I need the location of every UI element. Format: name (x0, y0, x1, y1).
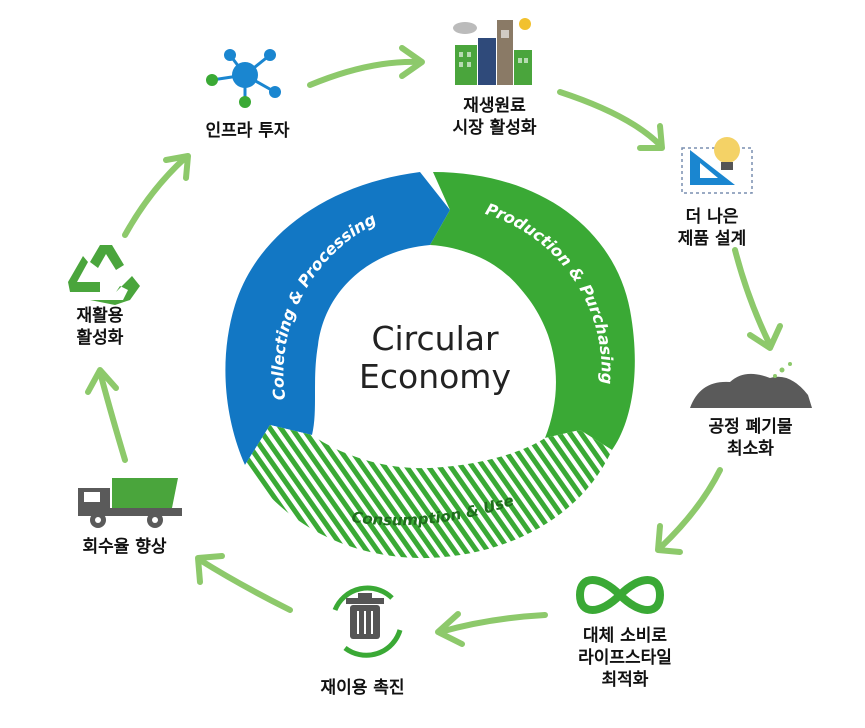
arrow-design-to-waste (732, 247, 783, 351)
dump-truck-icon (78, 478, 182, 528)
cycle-arrows (85, 45, 783, 647)
center-title-line1: Circular (371, 319, 499, 358)
segment-production (430, 172, 635, 450)
arrow-lifestyle-to-reuse (435, 611, 548, 647)
node-label-waste: 공정 폐기물 최소화 (708, 417, 793, 459)
infinity-icon (575, 576, 665, 614)
node-label-market: 재생원료 시장 활성화 (452, 96, 537, 138)
segment-collecting (225, 172, 450, 465)
arrow-reuse-to-collection (195, 553, 293, 613)
recycle-icon (68, 245, 140, 305)
node-label-recycle: 재활용 활성화 (76, 306, 124, 348)
node-label-design: 더 나은 제품 설계 (677, 207, 747, 249)
center-title-line2: Economy (359, 357, 511, 396)
ring (225, 172, 635, 559)
center-title: Circular Economy (330, 320, 540, 396)
network-icon (206, 49, 281, 108)
arrow-collection-to-recycle (85, 367, 128, 463)
node-label-infra: 인프라 투자 (205, 121, 290, 141)
trash-reuse-icon (332, 585, 403, 658)
city-buildings-icon (453, 18, 532, 85)
segment-consumption (245, 425, 612, 559)
arrow-waste-to-lifestyle (655, 467, 723, 555)
arrow-recycle-to-infra (122, 153, 191, 238)
node-label-lifestyle: 대체 소비로 라이프스타일 최적화 (578, 626, 672, 690)
arrow-market-to-design (557, 89, 665, 151)
node-label-collection: 회수율 향상 (82, 537, 167, 557)
waste-pile-icon (690, 362, 812, 408)
design-bulb-icon (681, 137, 753, 194)
ring-center (320, 247, 544, 463)
arrow-infra-to-market (307, 45, 425, 88)
node-label-reuse: 재이용 촉진 (320, 678, 405, 698)
